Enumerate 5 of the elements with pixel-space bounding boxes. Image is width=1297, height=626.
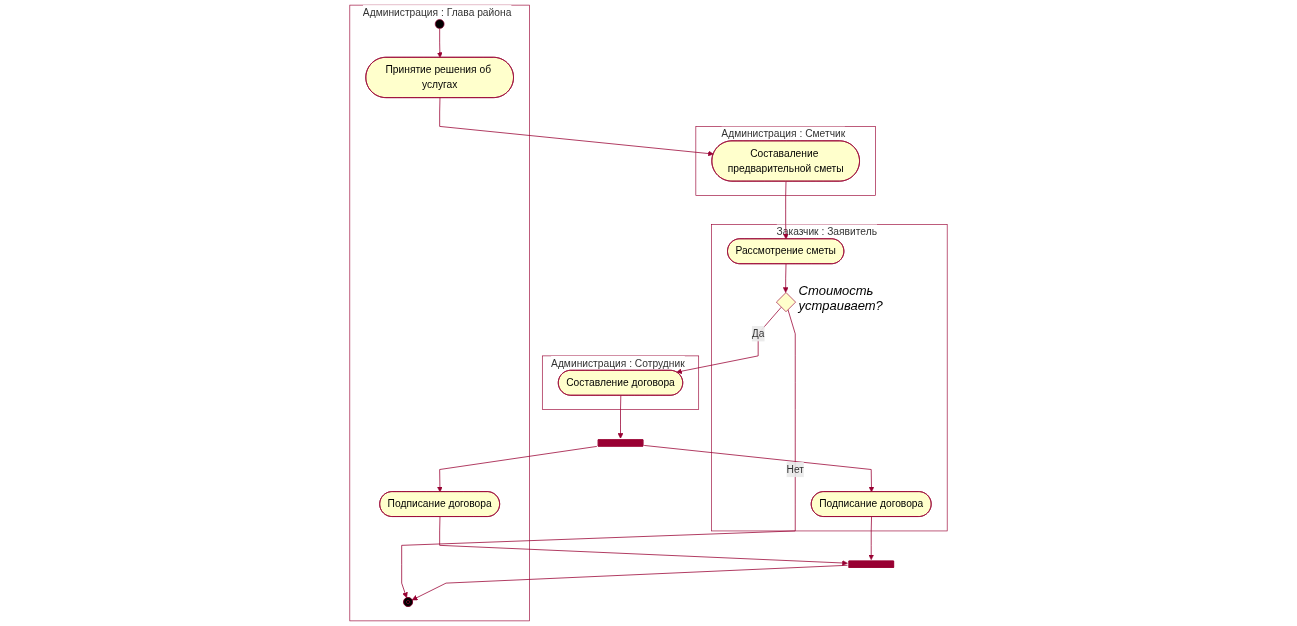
node-circle	[434, 19, 445, 29]
edge-label: Нет	[786, 463, 804, 475]
edge-label: Да	[751, 328, 765, 339]
node-diamond	[776, 292, 796, 313]
condition-text: Стоимость устраивает?	[798, 282, 884, 313]
